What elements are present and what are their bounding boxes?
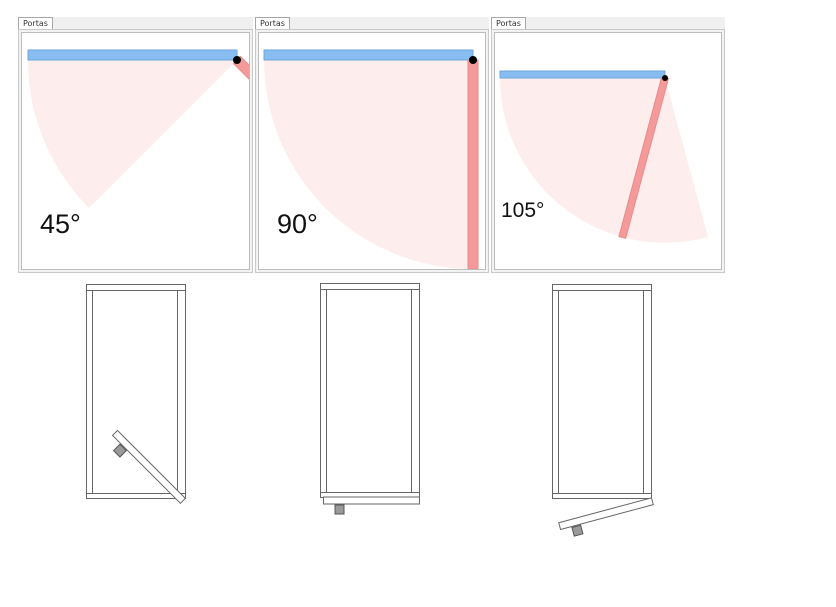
door-preview-panel-105: Portas 105° <box>491 17 725 273</box>
cabinet-plan-45 <box>86 284 187 505</box>
cabinet-outer-frame <box>552 284 652 499</box>
cabinet-inner-frame <box>92 290 178 494</box>
door-preview-panel-45: Portas 45° <box>18 17 253 273</box>
panel-body: 105° <box>491 29 725 273</box>
angle-label: 105° <box>501 199 544 222</box>
cabinet-plan-105 <box>552 284 654 537</box>
door-preview-canvas: 90° <box>258 32 486 270</box>
panel-body: 90° <box>255 29 489 273</box>
door-handle <box>112 443 128 458</box>
swing-area <box>27 60 238 208</box>
hinge-point <box>233 56 241 64</box>
open-door <box>323 496 420 505</box>
tab-portas[interactable]: Portas <box>18 17 53 29</box>
open-door-group <box>111 429 187 505</box>
open-door <box>558 497 654 531</box>
angle-label: 45° <box>40 209 81 239</box>
swing-area <box>264 60 473 269</box>
cabinet-inner-frame <box>558 290 644 494</box>
door-preview-svg: 45° <box>27 49 249 239</box>
hinge-point <box>662 75 668 81</box>
cabinet-outer-frame <box>86 284 186 499</box>
open-door <box>111 429 187 505</box>
door-preview-svg: 90° <box>263 49 479 269</box>
door-handle <box>334 504 345 515</box>
open-door-group <box>323 496 420 515</box>
cabinet-side-bar <box>27 49 238 61</box>
tab-portas[interactable]: Portas <box>255 17 290 29</box>
door-preview-svg: 105° <box>499 70 708 243</box>
cabinet-outer-frame <box>320 283 420 498</box>
hinge-point <box>469 56 477 64</box>
cabinet-side-bar <box>263 49 474 61</box>
tab-portas[interactable]: Portas <box>491 17 526 29</box>
panel-body: 45° <box>18 29 253 273</box>
open-door-group <box>558 497 654 537</box>
cabinet-plan-90 <box>320 283 420 515</box>
door-handle <box>571 524 584 537</box>
angle-label: 90° <box>277 209 318 239</box>
door-preview-canvas: 45° <box>21 32 250 270</box>
door-preview-panel-90: Portas 90° <box>255 17 489 273</box>
cabinet-side-bar <box>499 70 666 79</box>
door-preview-canvas: 105° <box>494 32 722 270</box>
cabinet-inner-frame <box>326 289 412 493</box>
